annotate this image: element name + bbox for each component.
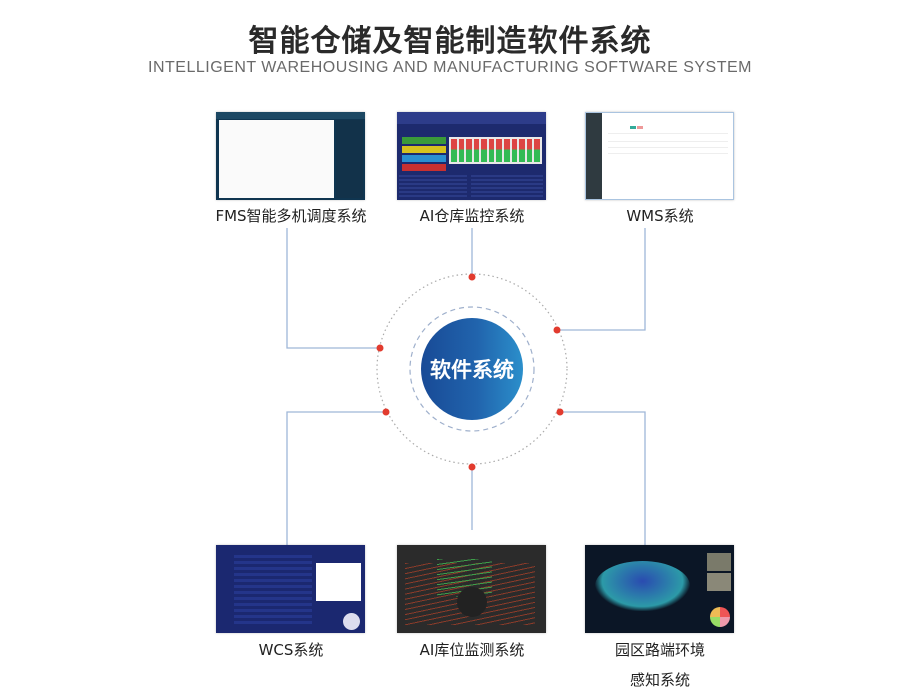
connector-park xyxy=(560,411,646,545)
node-dot xyxy=(376,344,384,352)
connector-fms xyxy=(286,228,380,349)
ai-location-monitor-screenshot-icon xyxy=(397,545,546,633)
wcs-label: WCS系统 xyxy=(258,641,324,659)
node-dot xyxy=(468,273,476,281)
fms-label: FMS智能多机调度系统 xyxy=(215,207,367,225)
connector-wcs xyxy=(286,411,386,545)
ai-warehouse-label: AI仓库监控系统 xyxy=(419,207,525,225)
fms-screenshot-icon xyxy=(216,112,365,200)
wms-label: WMS系统 xyxy=(626,207,694,225)
wcs-screenshot-icon xyxy=(216,545,365,633)
node-dot xyxy=(556,408,564,416)
page-subtitle: INTELLIGENT WAREHOUSING AND MANUFACTURIN… xyxy=(148,59,752,76)
wms-screenshot-icon xyxy=(585,112,734,200)
ai-location-label: AI库位监测系统 xyxy=(419,641,525,659)
node-dot xyxy=(468,463,476,471)
inner-dashed-ring xyxy=(409,306,535,432)
park-perception-label: 园区路端环境 感知系统 xyxy=(560,635,760,695)
hub-label: 软件系统 xyxy=(430,358,514,382)
node-dot xyxy=(382,408,390,416)
node-dot xyxy=(553,326,561,334)
park-label-line2: 感知系统 xyxy=(629,671,690,689)
park-perception-screenshot-icon xyxy=(585,545,734,633)
software-system-hub: 软件系统 xyxy=(421,318,523,420)
park-label-line1: 园区路端环境 xyxy=(614,641,705,659)
page-title: 智能仓储及智能制造软件系统 xyxy=(248,24,652,59)
ai-warehouse-monitor-screenshot-icon xyxy=(397,112,546,200)
connector-wms xyxy=(557,228,646,331)
